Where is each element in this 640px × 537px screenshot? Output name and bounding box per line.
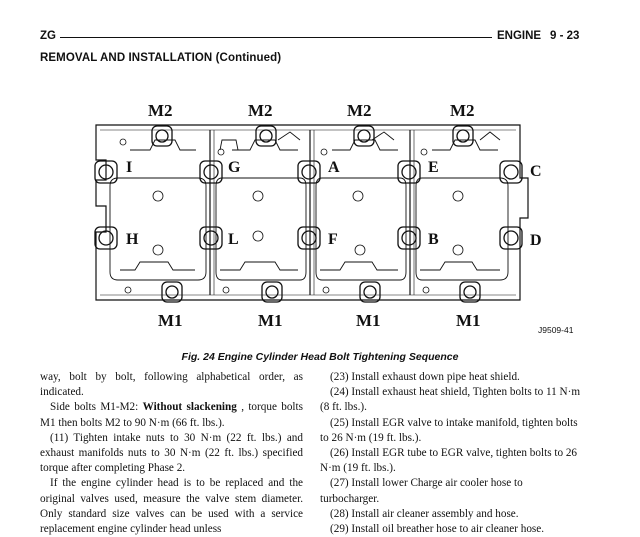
label-m1-2: M1: [258, 311, 283, 330]
bolts-m1: [161, 281, 481, 303]
bolt-l: [199, 226, 223, 250]
label-m1-3: M1: [356, 311, 381, 330]
port-shapes-bottom: [120, 261, 500, 271]
step-24: (24) Install exhaust heat shield, Tighte…: [320, 386, 581, 414]
label-bolt-b: B: [428, 231, 439, 248]
left-paragraph-3: (11) Tighten intake nuts to 30 N·m (22 f…: [40, 431, 303, 475]
step-25: (25) Install EGR valve to intake manifol…: [320, 416, 578, 444]
valve-details: [119, 138, 464, 294]
label-bolt-a: A: [328, 159, 340, 176]
header-left: ZG: [40, 30, 56, 42]
bolt-m2-3: [353, 125, 375, 147]
left-p2-pre: Side bolts M1-M2:: [50, 401, 143, 414]
figure-reference-code: J9509-41: [538, 325, 574, 335]
port-shapes-top: [130, 131, 501, 151]
label-bolt-c: C: [530, 163, 542, 180]
label-bolt-i: I: [126, 159, 132, 176]
right-text-column: (23) Install exhaust down pipe heat shie…: [320, 370, 583, 537]
label-bolt-e: E: [428, 159, 439, 176]
label-bolt-l: L: [228, 231, 239, 248]
bolt-m1-2: [261, 281, 283, 303]
step-23: (23) Install exhaust down pipe heat shie…: [330, 371, 520, 383]
header-page-number: 9 - 23: [550, 30, 580, 42]
bolts-m2: [151, 125, 474, 147]
left-p2-post: , torque bolts M1 then bolts M2 to 90 N·…: [40, 401, 303, 429]
step-28: (28) Install air cleaner assembly and ho…: [330, 507, 519, 520]
label-bolt-f: F: [328, 231, 338, 248]
bolt-d: [499, 226, 523, 250]
bolt-m1-4: [459, 281, 481, 303]
bolt-m2-2: [255, 125, 277, 147]
bolt-b: [397, 226, 421, 250]
label-m2-2: M2: [248, 101, 273, 120]
step-26: (26) Install EGR tube to EGR valve, tigh…: [320, 447, 578, 475]
section-title: REMOVAL AND INSTALLATION (Continued): [40, 52, 282, 64]
label-bolt-h: H: [126, 231, 139, 248]
bolt-g: [199, 160, 223, 184]
step-29: (29) Install oil breather hose to air cl…: [330, 523, 545, 536]
header-section: ENGINE: [497, 30, 542, 42]
label-m2-4: M2: [450, 101, 475, 120]
left-paragraph-1: way, bolt by bolt, following alphabetica…: [40, 371, 303, 399]
bolt-c: [499, 160, 523, 184]
left-paragraph-2: Side bolts M1-M2: Without slackening , t…: [40, 400, 303, 430]
bolt-m1-3: [359, 281, 381, 303]
figure-caption: Fig. 24 Engine Cylinder Head Bolt Tighte…: [181, 351, 459, 363]
bolt-m1-1: [161, 281, 183, 303]
header-rule-left: [60, 37, 492, 38]
left-p2-bold: Without slackening: [142, 401, 237, 414]
bolt-m2-4: [452, 125, 474, 147]
bolt-i: [94, 160, 118, 184]
bolt-m2-1: [151, 125, 173, 147]
label-m1-1: M1: [158, 311, 183, 330]
label-m2-3: M2: [347, 101, 372, 120]
cylinder-head-diagram: M2 M2 M2 M2 I G A E C H L F B D M1 M1 M1…: [94, 101, 542, 330]
bolt-h: [94, 226, 118, 250]
bolt-e: [397, 160, 421, 184]
cylinder-dividers: [209, 130, 415, 295]
left-paragraph-4: If the engine cylinder head is to be rep…: [40, 477, 303, 536]
step-27: (27) Install lower Charge air cooler hos…: [320, 477, 523, 505]
bolt-f: [297, 226, 321, 250]
head-outline: [95, 124, 529, 301]
bolt-a: [297, 160, 321, 184]
left-text-column: way, bolt by bolt, following alphabetica…: [40, 370, 303, 537]
bolts-row2: [94, 226, 523, 250]
label-m1-4: M1: [456, 311, 481, 330]
label-m2-1: M2: [148, 101, 173, 120]
label-bolt-d: D: [530, 232, 542, 249]
bolts-row1: [94, 160, 523, 184]
label-bolt-g: G: [228, 159, 241, 176]
